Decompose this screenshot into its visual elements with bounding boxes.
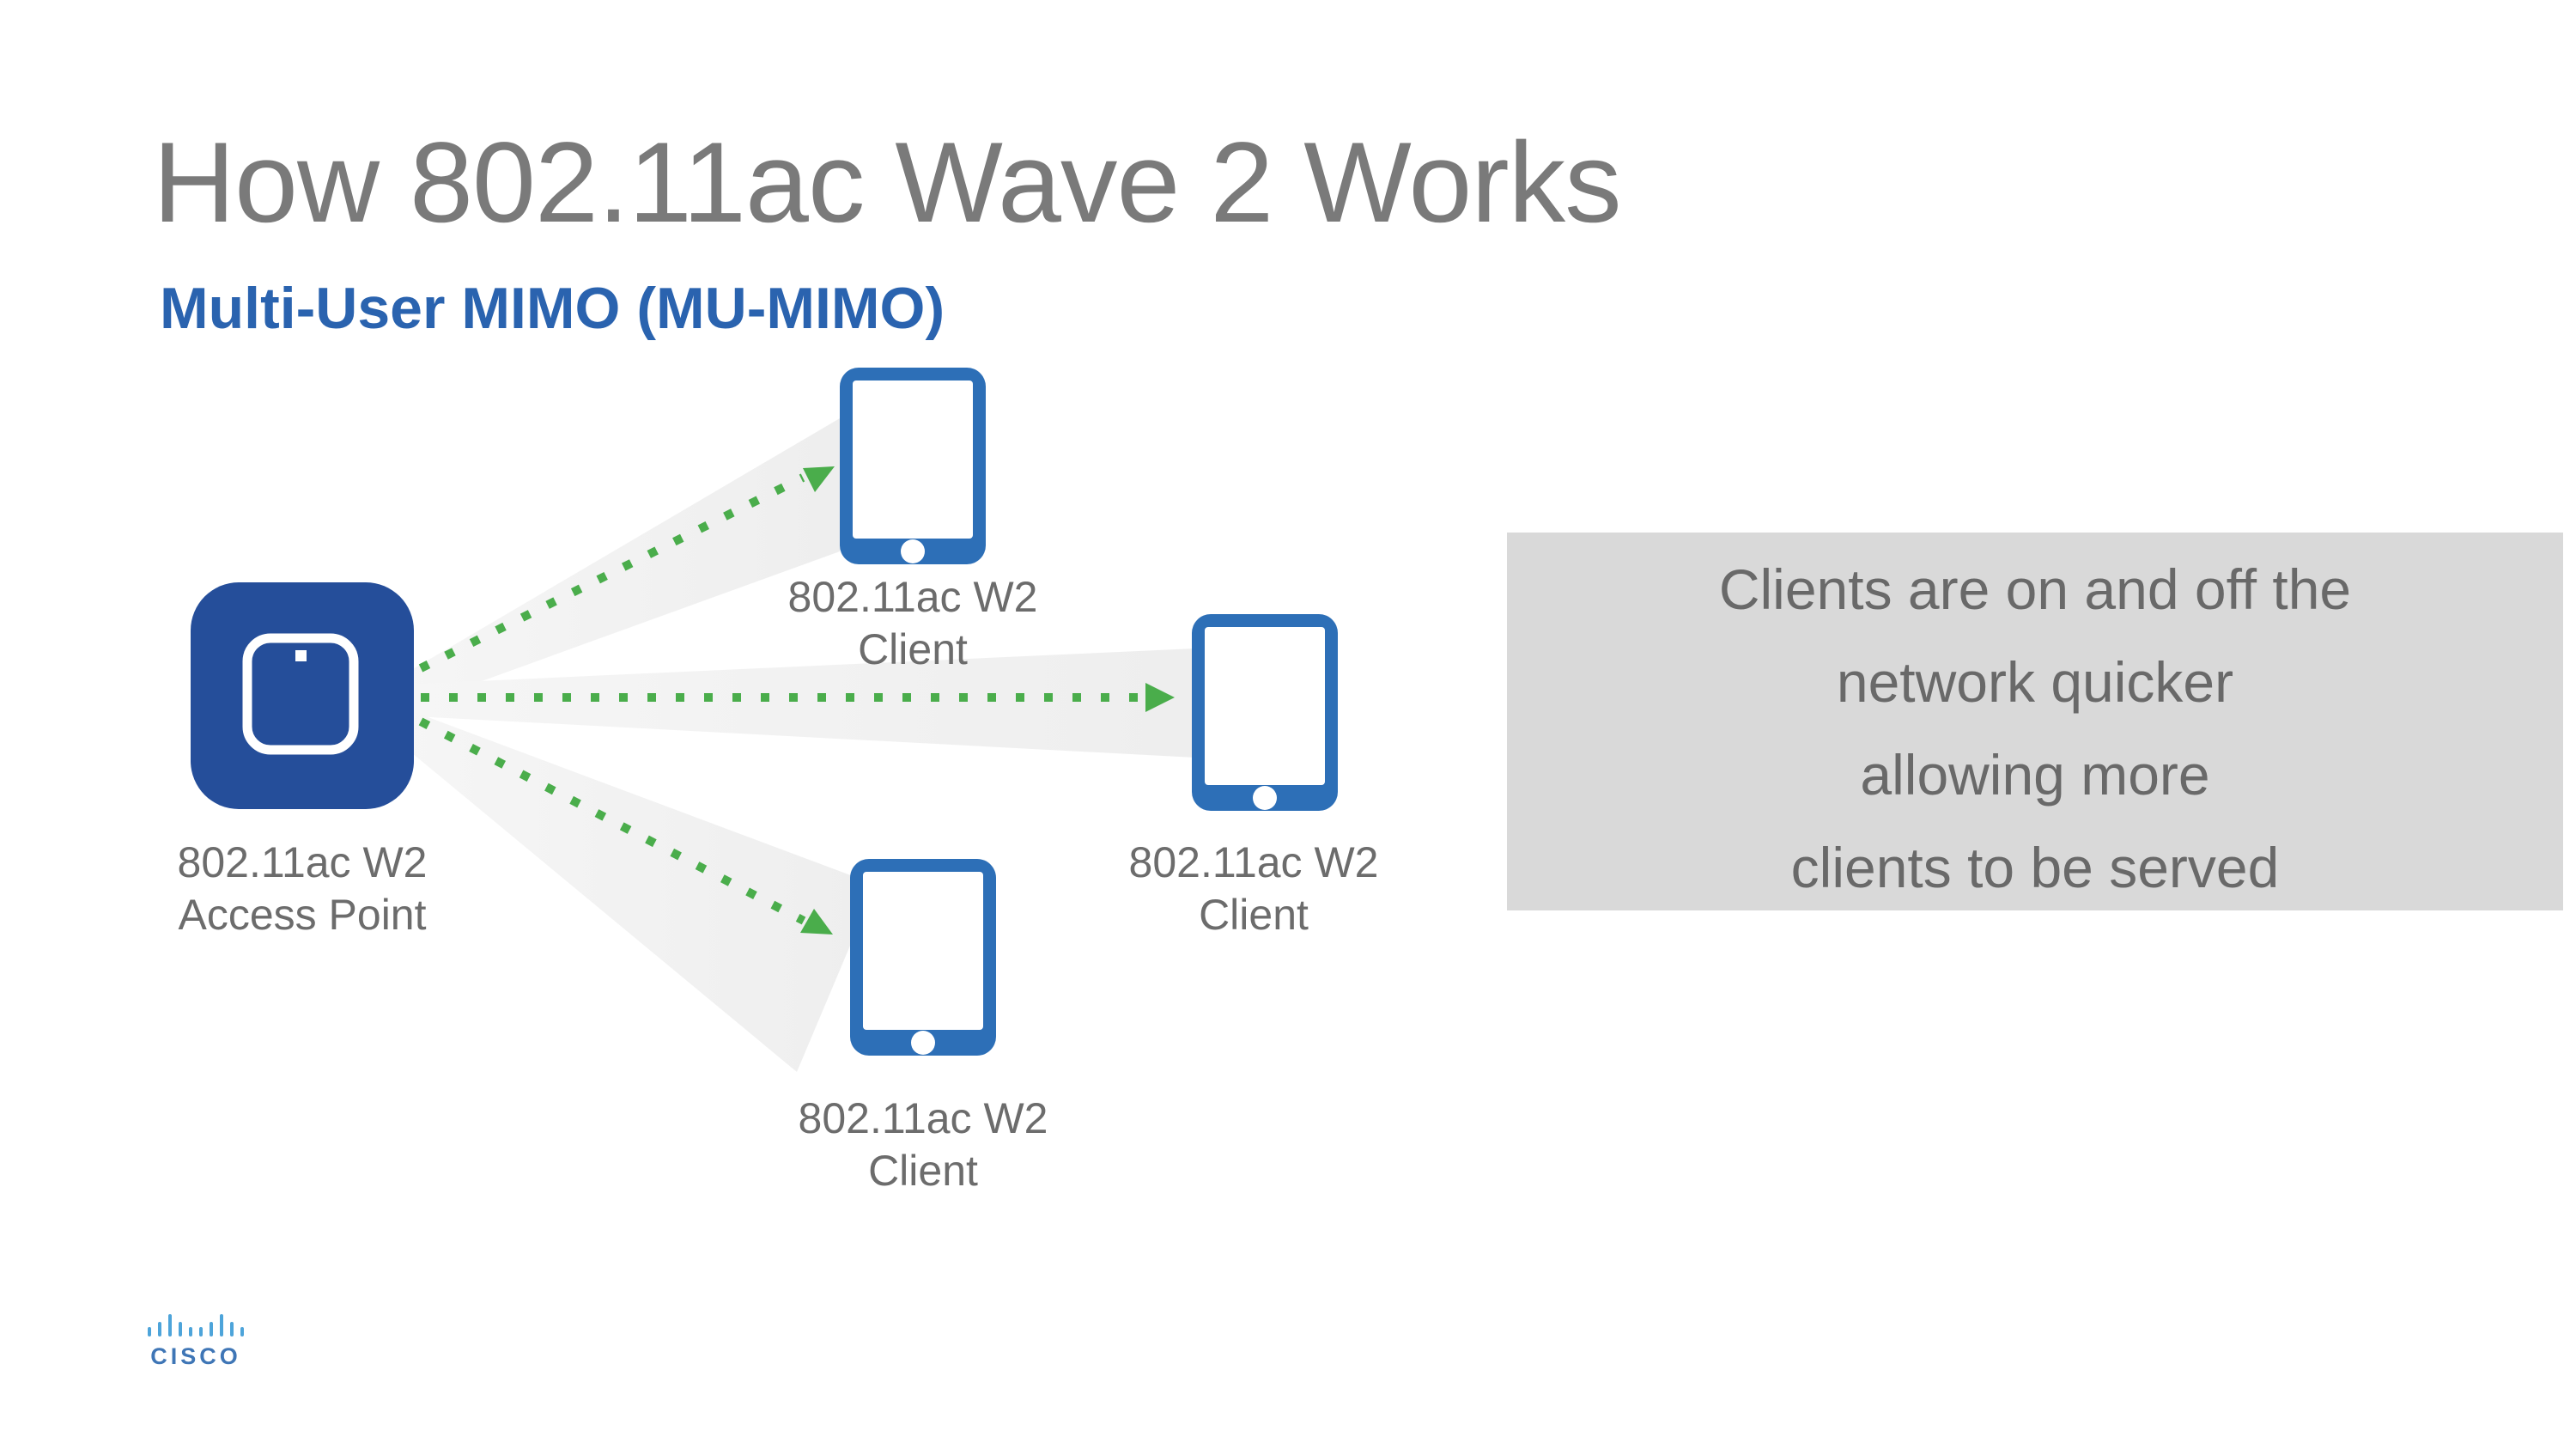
callout-line: Clients are on and off the: [1718, 557, 2352, 621]
access-point-label: 802.11ac W2 Access Point: [36, 837, 568, 941]
access-point-icon: [191, 582, 414, 809]
beam-bottom: [382, 700, 876, 1072]
callout-box: Clients are on and off the network quick…: [1507, 533, 2563, 910]
tablet-icon-client-top: [840, 368, 986, 564]
beam-middle: [382, 648, 1195, 758]
arrowhead-top-icon: [803, 466, 835, 492]
beam-top: [382, 418, 840, 717]
arrowhead-bottom-icon: [800, 909, 833, 935]
page-title: How 802.11ac Wave 2 Works: [153, 119, 1622, 247]
tablet-icon-client-bottom: [850, 859, 996, 1056]
slide-subtitle: Multi-User MIMO (MU-MIMO): [160, 276, 945, 341]
client-right-label-line2: Client: [1199, 891, 1309, 939]
callout-text: Clients are on and off the network quick…: [1507, 533, 2563, 914]
access-point-label-line1: 802.11ac W2: [177, 838, 428, 886]
cisco-bridge-bars-icon: [143, 1314, 248, 1336]
callout-line: network quicker: [1836, 650, 2234, 714]
arrowhead-right-icon: [1145, 683, 1175, 712]
client-top-label: 802.11ac W2 Client: [647, 571, 1179, 676]
cisco-logo: CISCO: [143, 1314, 248, 1370]
mu-mimo-diagram: [191, 368, 1338, 1072]
tablet-icon-client-right: [1192, 614, 1338, 811]
client-right-label-line1: 802.11ac W2: [1128, 838, 1379, 886]
cisco-wordmark: CISCO: [150, 1343, 241, 1369]
callout-line: allowing more: [1860, 743, 2210, 807]
callout-line: clients to be served: [1790, 836, 2280, 899]
client-right-label: 802.11ac W2 Client: [987, 837, 1520, 941]
client-bottom-label-line1: 802.11ac W2: [798, 1094, 1048, 1142]
client-bottom-label: 802.11ac W2 Client: [657, 1093, 1189, 1197]
client-bottom-label-line2: Client: [868, 1147, 978, 1195]
client-top-label-line2: Client: [858, 625, 968, 673]
access-point-label-line2: Access Point: [178, 891, 427, 939]
client-top-label-line1: 802.11ac W2: [787, 573, 1038, 621]
